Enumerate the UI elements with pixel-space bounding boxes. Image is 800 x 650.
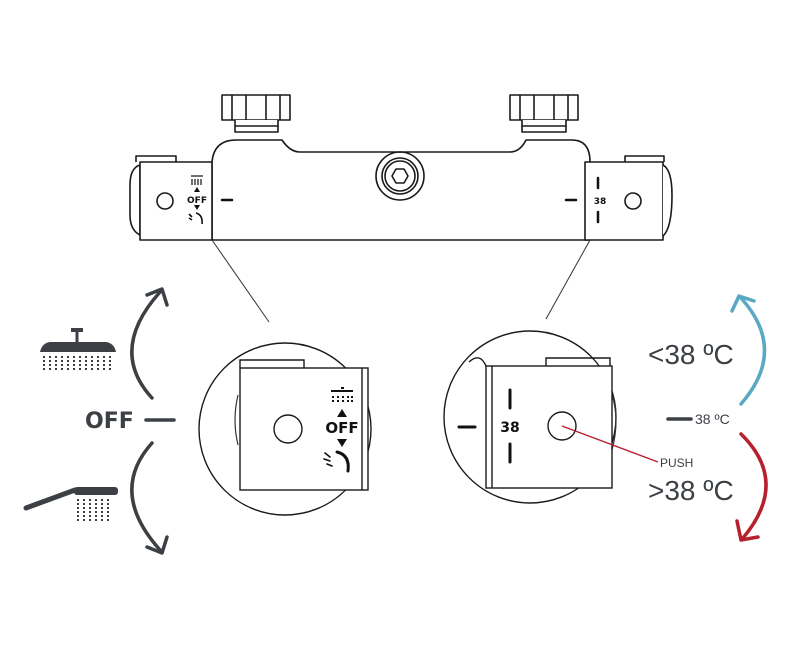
cold-rotation-arrow [739,296,767,406]
right-zoom-circle: 38 PUSH [443,330,693,504]
up-rotation-arrowhead [145,287,169,307]
push-pointer-line [561,425,659,463]
valve-body [129,94,673,241]
left-handle-side [129,155,213,241]
hand-shower-icon [323,450,350,473]
small-hand-shower-icon [188,212,203,225]
hotter-label: >38 ºC [648,475,734,506]
up-rotation-arrow [130,290,162,400]
down-triangle-icon [337,439,347,447]
rain-shower-icon [331,387,353,404]
left-inlet-nut [221,94,291,133]
right-inlet-nut [509,94,579,133]
knob-off-label: OFF [325,419,358,437]
right-handle-side [584,155,673,241]
off-label: OFF [85,409,134,434]
right-leader-line [545,239,591,320]
body-markings [220,176,600,224]
small-down-triangle-icon [194,205,200,210]
small-rain-shower-icon [191,175,203,185]
up-triangle-icon [337,409,347,417]
small-up-triangle-icon [194,187,200,192]
knob-temp-label: 38 [500,420,519,436]
hot-rotation-arrow [739,432,768,540]
overhead-shower-icon [40,328,116,370]
small-temp-label: 38 [594,197,607,207]
limit-label: 38 ºC [695,411,730,427]
left-zoom-circle: OFF [198,342,372,516]
left-leader-line [211,239,270,323]
small-off-label: OFF [187,196,207,206]
cold-rotation-arrowhead [730,294,756,313]
push-label: PUSH [660,456,693,470]
down-rotation-arrow [130,441,162,552]
center-hex-nut [375,151,425,201]
hot-rotation-arrowhead [735,519,760,542]
hand-shower-side-icon [23,487,118,522]
down-rotation-arrowhead [145,535,169,555]
colder-label: <38 ºC [648,339,734,370]
temp-scale-marks [457,388,512,464]
